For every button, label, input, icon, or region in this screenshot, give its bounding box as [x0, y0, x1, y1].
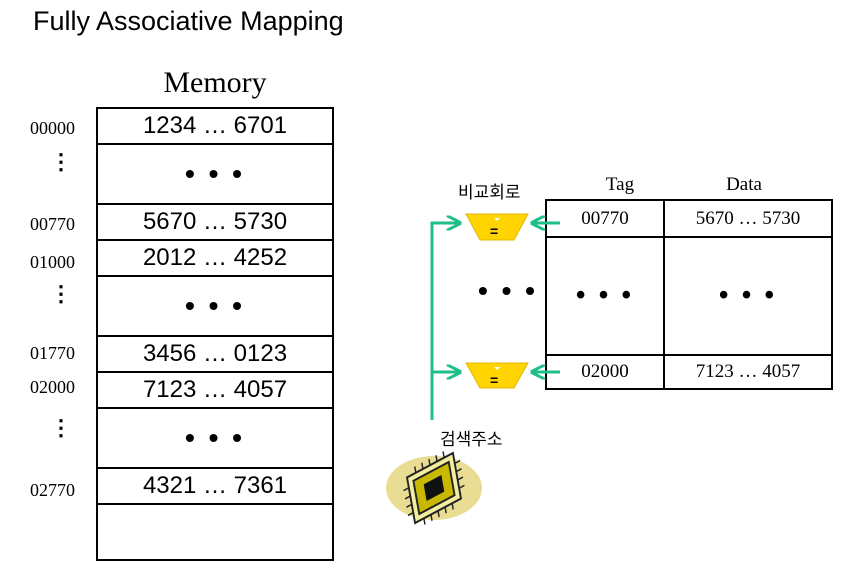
memory-title: Memory [163, 66, 267, 99]
search-address-label: 검색주소 [440, 430, 503, 450]
comparator-label: 비교회로 [458, 183, 521, 203]
memory-address: 02000 [30, 377, 75, 397]
memory-address: 01770 [30, 343, 75, 363]
comparator-symbol: = [490, 372, 499, 388]
memory-row: 4321 … 7361 [96, 467, 334, 505]
memory-address: 01000 [30, 252, 75, 272]
memory-address: 02770 [30, 480, 75, 500]
data-column-header: Data [726, 174, 762, 195]
comparator-symbol: = [490, 223, 499, 239]
memory-address: 00770 [30, 214, 75, 234]
tag-column-header: Tag [605, 174, 635, 195]
memory-address: 00000 [30, 118, 75, 138]
cache-data-ellipsis: • • • [663, 236, 833, 356]
comparator-ellipsis: • • • [478, 275, 538, 306]
page-title: Fully Associative Mapping [33, 6, 344, 36]
memory-row-empty [96, 503, 334, 561]
cache-data-cell: 7123 … 4057 [663, 354, 833, 390]
